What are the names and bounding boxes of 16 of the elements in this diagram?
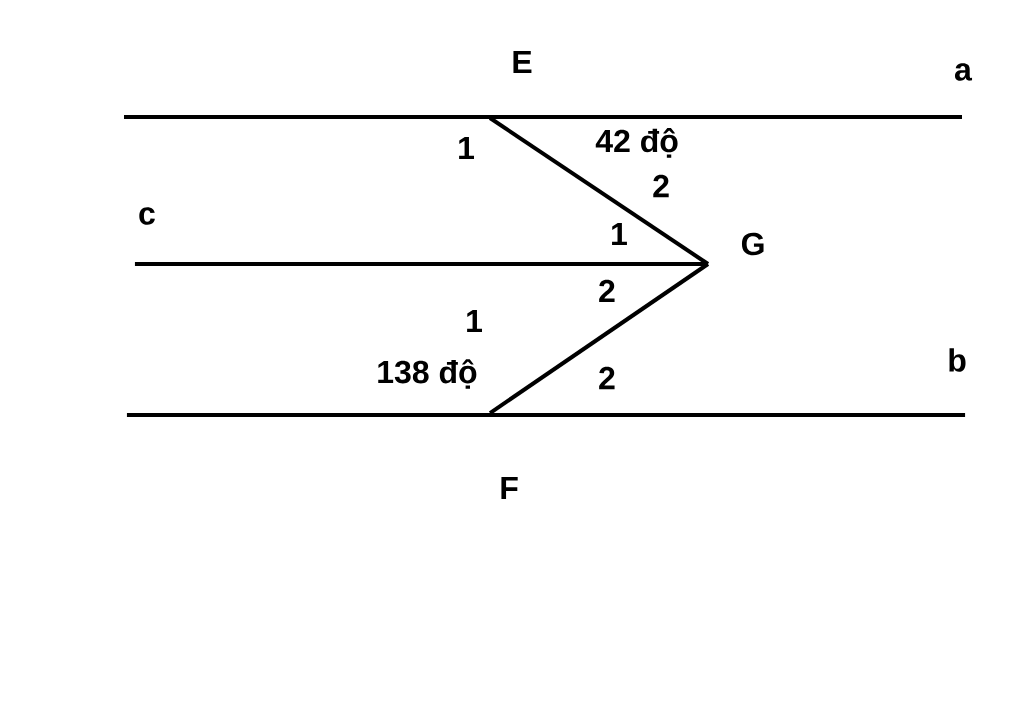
angle-label: 2 — [599, 279, 615, 303]
segment — [488, 116, 710, 266]
angle-label: b — [949, 348, 966, 372]
point-label: G — [741, 232, 764, 256]
angle-label: a — [955, 63, 973, 81]
angle-label: 2 — [653, 174, 669, 198]
angle-label: 42 độ — [595, 128, 678, 158]
point-label: E — [513, 50, 532, 73]
point-label: F — [501, 476, 518, 499]
angle-label: 2 — [599, 366, 615, 390]
angle-label: 1 — [467, 310, 482, 333]
angle-label: 1 — [459, 136, 474, 159]
angle-label: 1 — [612, 222, 627, 245]
angle-label: c — [139, 207, 155, 225]
angle-label: 138 độ — [378, 359, 477, 389]
segment — [488, 262, 710, 415]
